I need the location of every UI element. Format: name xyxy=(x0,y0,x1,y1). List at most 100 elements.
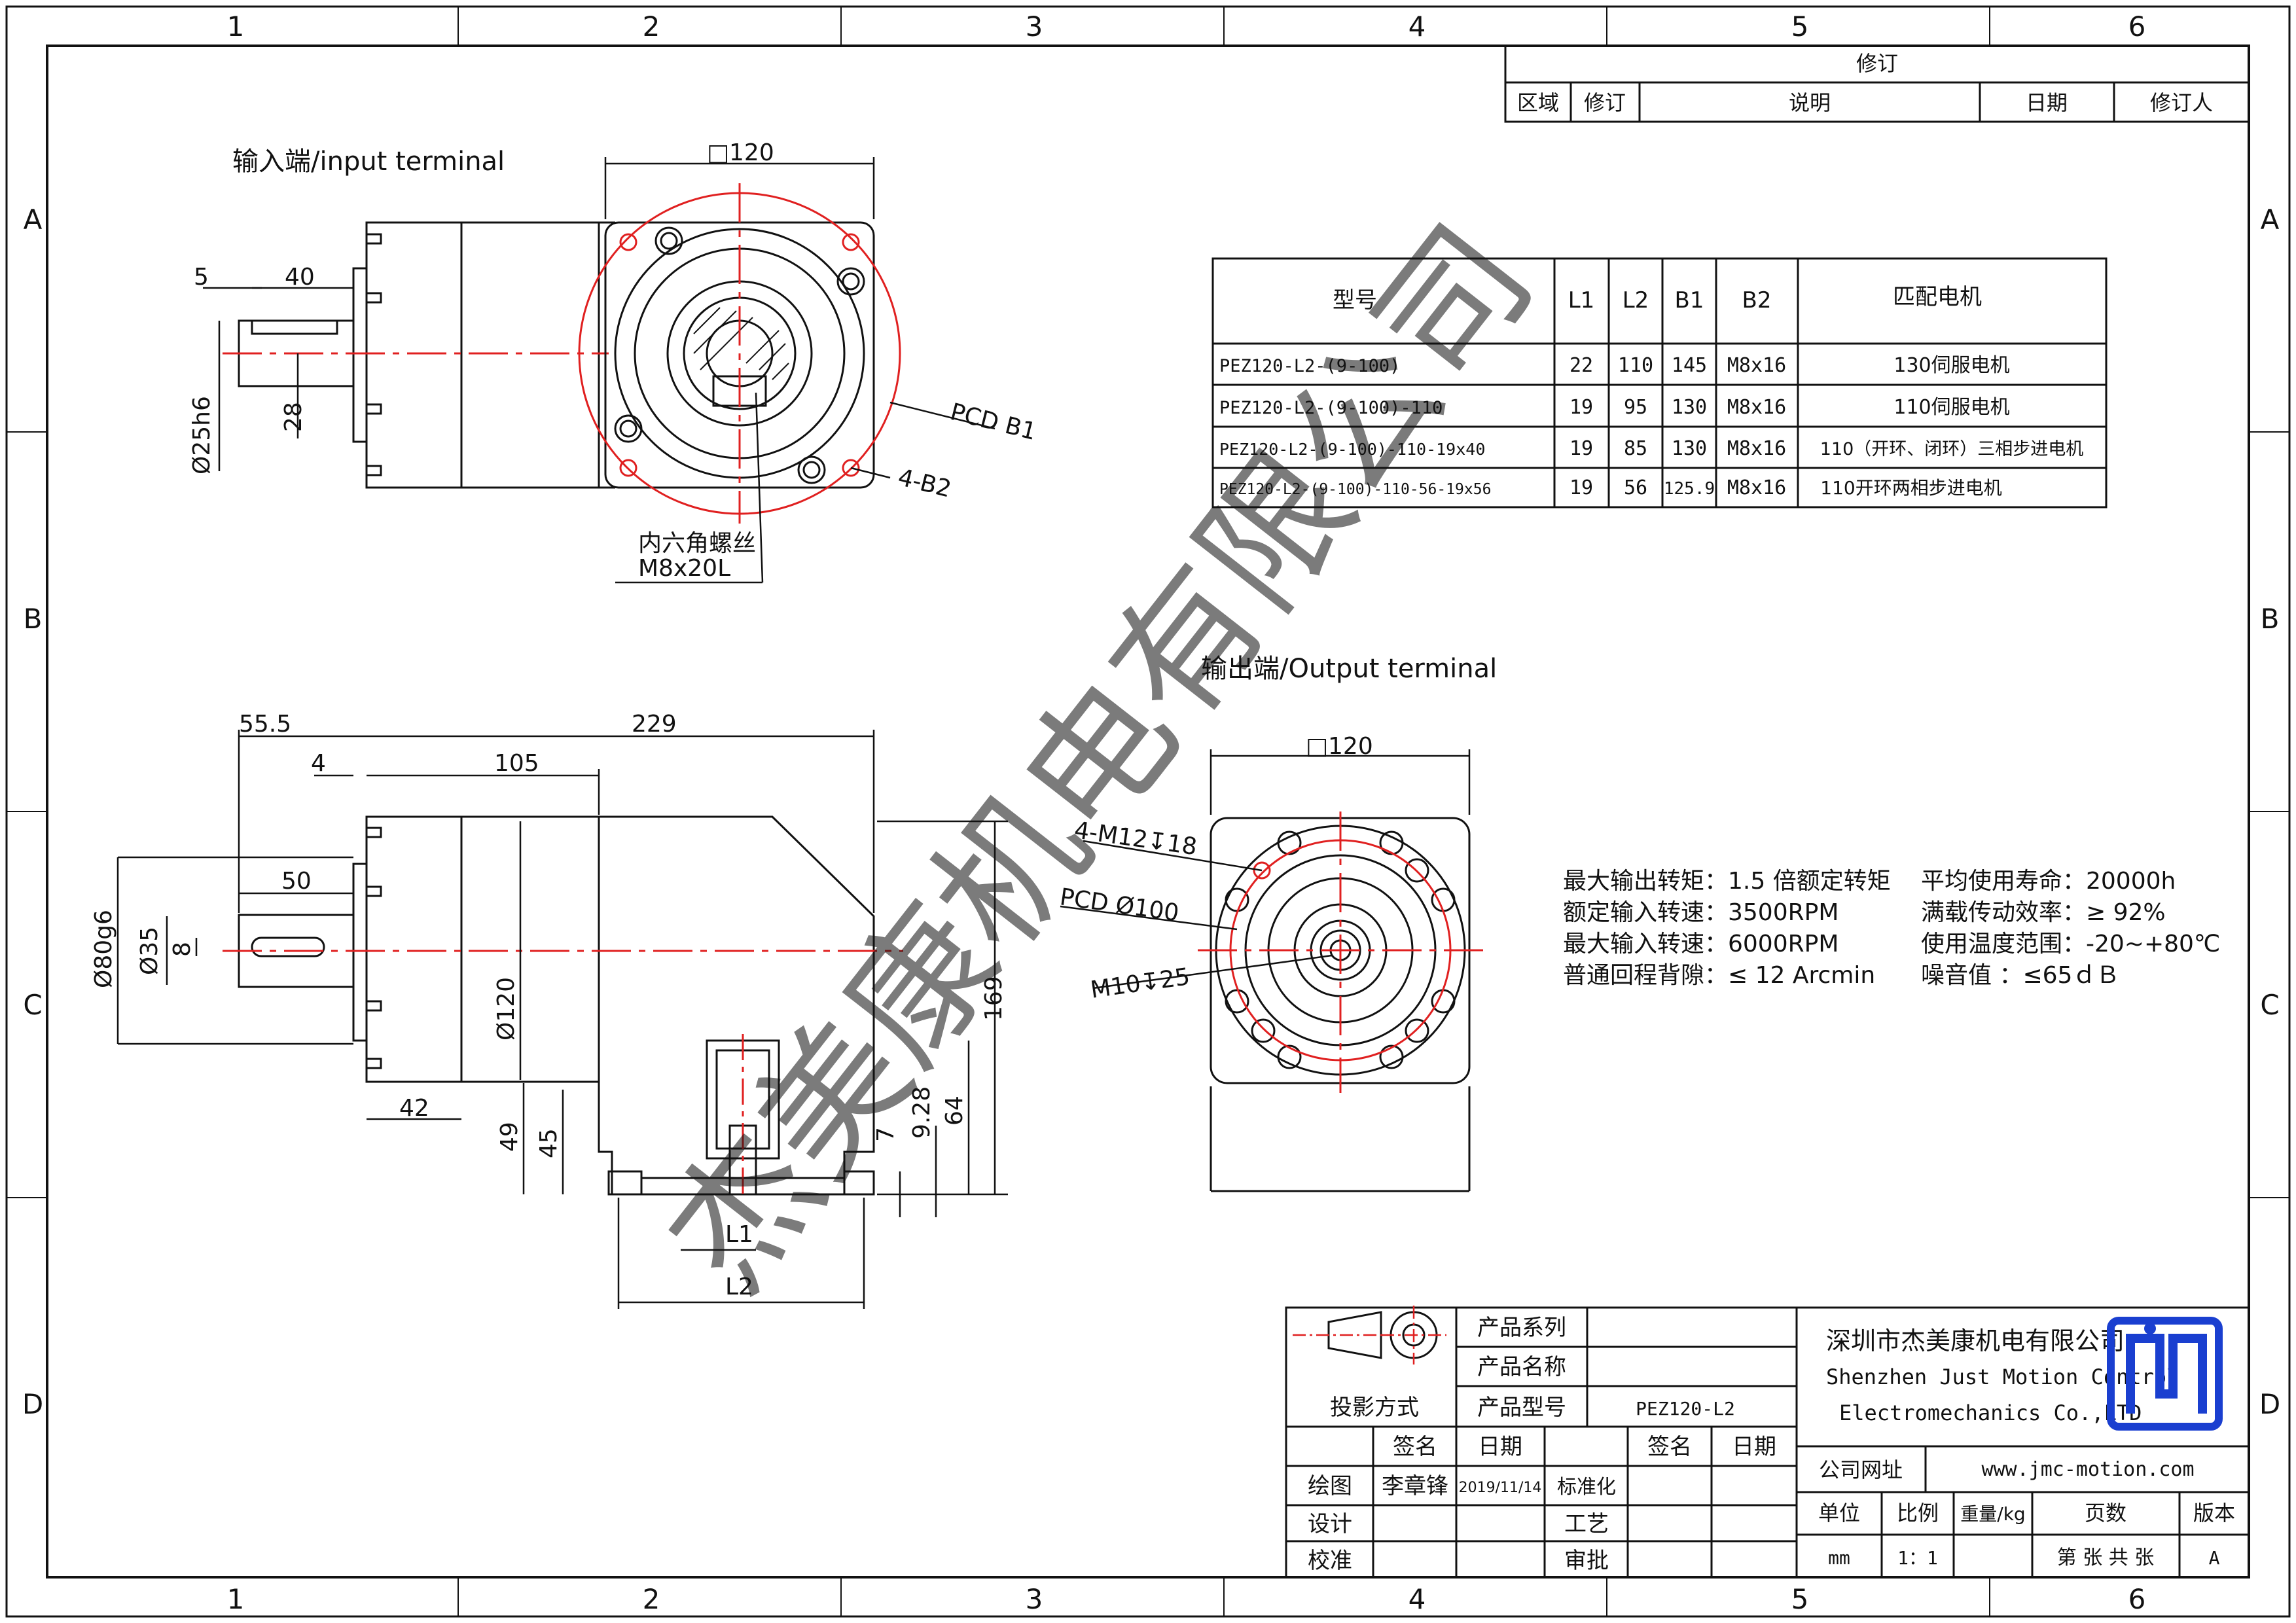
col-label: 5 xyxy=(1791,1583,1809,1615)
spec-cell: 85 xyxy=(1624,437,1647,460)
dim-l1: L1 xyxy=(725,1221,753,1248)
revision-header: 日期 xyxy=(2026,90,2068,115)
spec-cell: 110伺服电机 xyxy=(1893,396,2009,419)
col-label: 3 xyxy=(1026,10,1043,43)
version-value: A xyxy=(2209,1547,2220,1569)
spec-header: B1 xyxy=(1675,287,1704,313)
product-model-label: 产品型号 xyxy=(1477,1395,1566,1421)
spec-cell: 19 xyxy=(1570,396,1593,419)
revision-header: 区域 xyxy=(1517,90,1559,115)
product-model-value: PEZ120-L2 xyxy=(1636,1398,1735,1419)
dim-28: 28 xyxy=(280,402,307,432)
spec-cell: 95 xyxy=(1624,396,1647,419)
row-label: A xyxy=(24,204,43,236)
spec-cell: M8x16 xyxy=(1727,354,1786,377)
spec-header: L1 xyxy=(1568,287,1595,313)
spec-cell: 110开环两相步进电机 xyxy=(1820,477,2001,499)
dim-4-b2: 4-B2 xyxy=(895,464,954,503)
approve-label: 审批 xyxy=(1564,1548,1609,1574)
output-pcd-circle xyxy=(1198,812,1486,1093)
col-label: 3 xyxy=(1026,1583,1043,1615)
version-label: 版本 xyxy=(2193,1501,2235,1525)
dim-40: 40 xyxy=(285,264,315,291)
spec-line: 最大输入转速：6000RPM xyxy=(1563,931,1839,957)
input-pcd-circle xyxy=(578,183,901,524)
col-label: 4 xyxy=(1408,1583,1426,1615)
dim-l2: L2 xyxy=(725,1274,753,1300)
spec-cell: 145 xyxy=(1672,354,1707,377)
weight-label: 重量/kg xyxy=(1960,1503,2025,1525)
col-label: 4 xyxy=(1408,10,1426,43)
company-watermark: 杰美康机电有限公司 xyxy=(634,196,1564,1320)
spec-cell: PEZ120-L2-(9-100)-110-56-19x56 xyxy=(1219,481,1491,498)
col-label: 2 xyxy=(643,10,660,43)
dim-49: 49 xyxy=(496,1122,523,1152)
dim-42: 42 xyxy=(399,1095,429,1122)
title-block: 投影方式 产品系列 产品名称 产品型号 PEZ120-L2 签名 日期 签名 日… xyxy=(1285,1306,2250,1578)
spec-cell: 130 xyxy=(1672,396,1707,419)
col-label: 1 xyxy=(227,10,245,43)
dim-shaft-diameter: Ø25h6 xyxy=(188,396,215,474)
craft-label: 工艺 xyxy=(1564,1511,1609,1537)
spec-line: 普通回程背隙：≤ 12 Arcmin xyxy=(1563,962,1875,989)
col-label: 2 xyxy=(643,1583,660,1615)
dim-120: Ø120 xyxy=(493,977,520,1041)
sign-header: 签名 xyxy=(1393,1434,1437,1460)
input-terminal-view: 输入端/input terminal xyxy=(188,139,1039,584)
spec-line: 额定输入转速：3500RPM xyxy=(1563,899,1839,926)
check-label: 校准 xyxy=(1308,1548,1352,1574)
sheet-frame xyxy=(5,5,2291,1618)
spec-header: 匹配电机 xyxy=(1893,284,1982,310)
dim-45: 45 xyxy=(535,1128,562,1158)
spec-cell: 110（开环、闭环）三相步进电机 xyxy=(1820,439,2084,459)
spec-cell: 19 xyxy=(1570,437,1593,460)
website-label: 公司网址 xyxy=(1819,1457,1903,1482)
spec-table: 型号 L1 L2 B1 B2 匹配电机 PEZ120-L2-(9-100) PE… xyxy=(1211,257,2108,508)
spec-cell: 125.9 xyxy=(1664,479,1715,499)
dim-square-output: □120 xyxy=(1306,733,1373,760)
revision-title: 修订 xyxy=(1856,51,1898,76)
spec-line: 满载传动效率：≥ 92% xyxy=(1921,899,2166,926)
date-header-2: 日期 xyxy=(1732,1434,1776,1460)
projection-centerline xyxy=(1293,1306,1446,1364)
scale-label: 比例 xyxy=(1897,1501,1939,1525)
spec-cell: M8x16 xyxy=(1727,437,1786,460)
spec-line: 噪音值 ：≤65ｄＢ xyxy=(1921,962,2119,989)
spec-line: 使用温度范围：-20~+80℃ xyxy=(1921,931,2220,957)
spec-cell: PEZ120-L2-(9-100)-110 xyxy=(1219,398,1443,418)
revision-header: 修订 xyxy=(1584,90,1626,115)
dim-35: Ø35 xyxy=(136,927,163,975)
design-label: 设计 xyxy=(1308,1511,1352,1537)
unit-value: mm xyxy=(1828,1547,1850,1569)
input-side-profile xyxy=(238,221,615,489)
col-label: 1 xyxy=(227,1583,245,1615)
product-series-label: 产品系列 xyxy=(1477,1315,1566,1341)
company-website: www.jmc-motion.com xyxy=(1981,1458,2194,1481)
frame-labels: 1 2 3 4 5 6 1 2 3 4 5 6 A B C D A B C D xyxy=(22,10,2280,1615)
row-label: B xyxy=(2261,603,2280,635)
spec-line: 最大输出转矩：1.5 倍额定转矩 xyxy=(1563,868,1891,895)
draw-name: 李章锋 xyxy=(1382,1473,1448,1499)
dim-m10: M10↧25 xyxy=(1089,963,1192,1004)
spec-cell: 130伺服电机 xyxy=(1893,354,2009,377)
company-name-en-1: Shenzhen Just Motion Control xyxy=(1826,1364,2179,1389)
pages-value: 第 张 共 张 xyxy=(2057,1546,2155,1569)
spec-cell: 110 xyxy=(1618,354,1653,377)
screw-note-1: 内六角螺丝 xyxy=(638,530,756,557)
company-logo-icon xyxy=(2107,1317,2223,1431)
gearbox-side-view: 55.5 229 4 105 50 Ø80g6 Ø35 8 Ø120 169 4… xyxy=(90,711,1008,1309)
dim-8: 8 xyxy=(169,942,196,957)
row-label: D xyxy=(22,1388,43,1420)
spec-cell: PEZ120-L2-(9-100)-110-19x40 xyxy=(1219,440,1485,459)
input-view-title: 输入端/input terminal xyxy=(232,147,505,177)
col-label: 5 xyxy=(1791,10,1809,43)
spec-cell: 130 xyxy=(1672,437,1707,460)
col-label: 6 xyxy=(2128,10,2146,43)
row-label: A xyxy=(2261,204,2280,236)
dim-7: 7 xyxy=(872,1127,899,1142)
row-label: B xyxy=(24,603,43,635)
product-name-label: 产品名称 xyxy=(1477,1354,1566,1380)
sign-header-2: 签名 xyxy=(1647,1434,1692,1460)
dim-64: 64 xyxy=(941,1096,968,1126)
